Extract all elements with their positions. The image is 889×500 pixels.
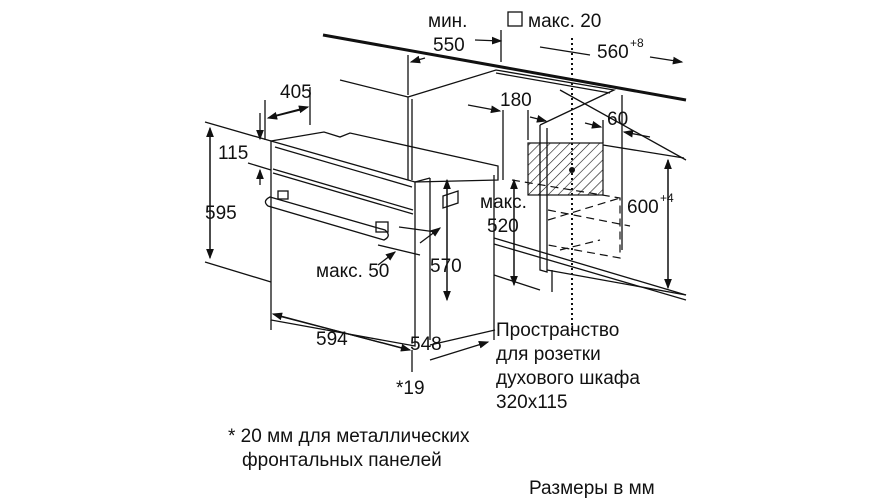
label-550: 550	[433, 35, 465, 56]
socket-note-line: 320x115	[496, 392, 568, 413]
label-180: 180	[500, 90, 532, 111]
footnote-line: фронтальных панелей	[242, 450, 442, 471]
dimension-lines	[204, 30, 685, 372]
label-560: 560	[597, 42, 629, 63]
countertop	[322, 33, 687, 126]
socket-note-line: для розетки	[496, 344, 601, 365]
label-115: 115	[218, 143, 248, 164]
socket-note-line: Пространство	[496, 320, 619, 341]
label-594: 594	[316, 329, 348, 350]
label-max: макс.	[480, 192, 527, 213]
socket-note: Пространство для розетки духового шкафа …	[496, 320, 640, 413]
cabinet	[339, 79, 687, 340]
units-note: Размеры в мм	[529, 478, 655, 499]
label-595: 595	[205, 203, 237, 224]
label-max20: макс. 20	[528, 11, 601, 32]
label-min: мин.	[428, 11, 467, 32]
oven-handle	[264, 196, 389, 241]
label-600: 600	[627, 197, 659, 218]
footnote-line: * 20 мм для металлических	[228, 426, 470, 447]
label-60: 60	[607, 109, 628, 130]
socket-note-line: духового шкафа	[496, 368, 640, 389]
footnote: * 20 мм для металлических фронтальных па…	[228, 426, 470, 471]
oven	[264, 131, 499, 347]
label-570: 570	[430, 256, 462, 277]
square-symbol-icon	[507, 11, 523, 27]
label-600-tolerance: +4	[660, 191, 674, 205]
label-560-tolerance: +8	[630, 36, 644, 50]
label-520: 520	[487, 216, 519, 237]
label-max50: макс. 50	[316, 261, 389, 282]
socket-area-hatched	[527, 142, 604, 196]
label-548: 548	[410, 334, 442, 355]
label-405: 405	[280, 82, 312, 103]
label-star19: *19	[396, 378, 425, 399]
inner-dashed-outline	[511, 179, 631, 259]
